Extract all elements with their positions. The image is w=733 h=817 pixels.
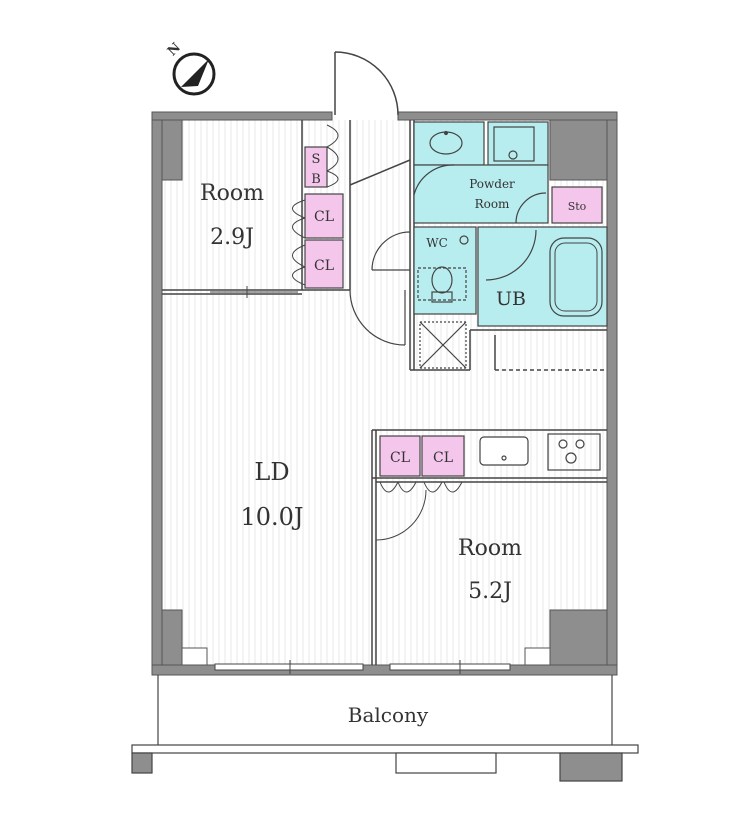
pipe-shaft-icon — [419, 321, 467, 369]
bathtub — [549, 237, 603, 317]
room-small-name: Room — [200, 181, 264, 206]
entrance-door[interactable] — [334, 51, 399, 116]
washbasin-counter — [413, 121, 485, 166]
stove-icon — [547, 433, 601, 471]
powder-room-line2: Room — [475, 197, 510, 211]
compass-letter: N — [165, 40, 184, 59]
sto-closet[interactable] — [551, 186, 603, 224]
balcony-outline — [131, 675, 639, 782]
ld-size: 10.0J — [240, 503, 303, 531]
closet-label-3: CL — [390, 450, 410, 466]
balcony-block-left — [131, 752, 153, 774]
closets[interactable] — [304, 146, 465, 477]
partitions — [162, 120, 607, 665]
closet-label-4: CL — [433, 450, 453, 466]
windows — [210, 286, 511, 674]
powder-room — [413, 164, 549, 224]
corner-notches — [181, 647, 551, 666]
sink-icon — [479, 436, 529, 466]
balcony-label: Balcony — [348, 703, 429, 727]
toilet-icon — [417, 235, 469, 303]
closet-doors — [292, 124, 463, 541]
powder-room-line1: Powder — [469, 177, 515, 191]
wet-area — [413, 121, 608, 327]
closet-label-1: CL — [314, 209, 334, 225]
room-small-size: 2.9J — [210, 225, 254, 250]
shoe-box-label-top: S — [312, 152, 321, 167]
wc-label: WC — [426, 236, 448, 250]
ub-label: UB — [496, 288, 526, 310]
washbasin-icon — [429, 130, 463, 155]
wet-area-doors — [349, 164, 547, 346]
north-arrow-icon — [172, 52, 216, 96]
ld-name: LD — [254, 458, 289, 486]
sto-label: Sto — [568, 200, 587, 213]
closet-label-2: CL — [314, 258, 334, 274]
balcony-block-right — [559, 752, 623, 782]
washing-machine-area — [487, 121, 549, 166]
washing-machine-icon — [493, 126, 535, 162]
shoe-box-label-bottom: B — [311, 172, 321, 187]
outer-walls — [151, 111, 618, 676]
room-large-name: Room — [458, 536, 522, 561]
room-large-size: 5.2J — [468, 579, 512, 604]
